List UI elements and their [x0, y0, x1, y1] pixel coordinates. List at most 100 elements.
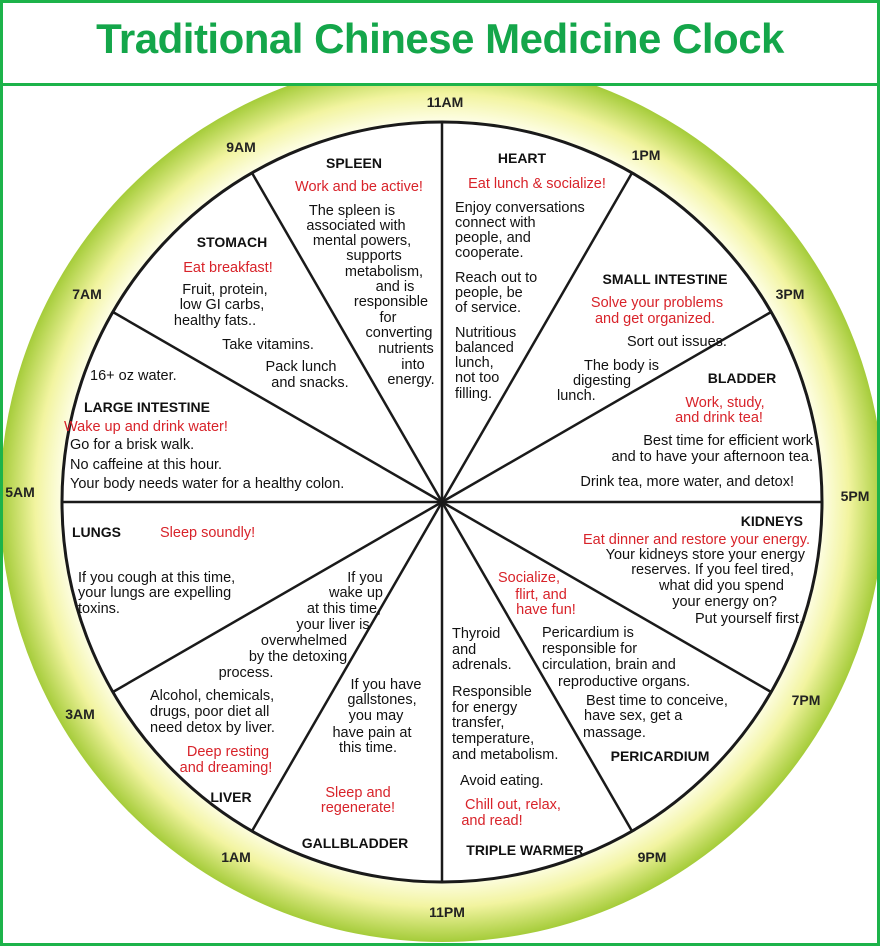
note-line: Enjoy conversations: [455, 200, 585, 216]
note-line: filling.: [455, 386, 492, 402]
note-line: people, and: [455, 230, 531, 246]
slogan-line: and dreaming!: [180, 760, 273, 776]
hour-label: 7PM: [792, 692, 821, 708]
note-line: lunch,: [455, 355, 494, 371]
slogan-line: regenerate!: [321, 800, 395, 816]
hour-label: 5AM: [5, 484, 35, 500]
organ-name: PERICARDIUM: [611, 748, 710, 764]
note-line: If you: [347, 570, 382, 586]
note-line: balanced: [455, 340, 514, 356]
note-line: of service.: [455, 300, 521, 316]
note-line: gallstones,: [347, 692, 416, 708]
note-line: and: [452, 642, 476, 658]
note-line: people, be: [455, 285, 523, 301]
note-line: No caffeine at this hour.: [70, 457, 222, 473]
segment-kidneys: KIDNEYS Eat dinner and restore your energ…: [583, 513, 810, 627]
note-line: toxins.: [78, 601, 120, 617]
note-line: wake up: [328, 585, 383, 601]
note-line: metabolism,: [345, 264, 423, 280]
note-line: Go for a brisk walk.: [70, 437, 194, 453]
hour-label: 1PM: [632, 147, 661, 163]
note-line: Your body needs water for a healthy colo…: [70, 476, 344, 492]
note-line: digesting: [573, 373, 631, 389]
page-title: Traditional Chinese Medicine Clock: [96, 15, 784, 62]
organ-name: KIDNEYS: [741, 513, 803, 529]
note-line: responsible: [354, 294, 428, 310]
segment-divider: [250, 172, 444, 503]
note-line: by the detoxing: [249, 649, 347, 665]
slogan-line: Solve your problems: [591, 295, 723, 311]
note-line: If you have: [351, 677, 422, 693]
organ-name: LIVER: [210, 789, 251, 805]
note-line: at this time,: [307, 601, 381, 617]
note-line: your energy on?: [672, 594, 777, 610]
segment-divider: [441, 500, 772, 694]
note-line: have sex, get a: [584, 708, 683, 724]
organ-name: LUNGS: [72, 524, 121, 540]
segment-divider: [250, 501, 444, 832]
segment-divider: [112, 310, 443, 504]
segment-divider: [441, 310, 772, 504]
organ-name: SPLEEN: [326, 155, 382, 171]
slogan-line: flirt, and: [515, 587, 567, 603]
note-line: Your kidneys store your energy: [606, 547, 806, 563]
note-line: low GI carbs,: [180, 297, 265, 313]
note-line: reproductive organs.: [558, 674, 690, 690]
note-line: your liver is: [296, 617, 369, 633]
note-line: lunch.: [557, 388, 596, 404]
hour-label: 7AM: [72, 286, 102, 302]
note-line: Put yourself first.: [695, 611, 803, 627]
note-line: and snacks.: [271, 375, 348, 391]
note-line: converting: [366, 325, 433, 341]
slogan-line: Sleep soundly!: [160, 525, 255, 541]
note-line: drugs, poor diet all: [150, 704, 269, 720]
note-line: for energy: [452, 700, 518, 716]
note-line: Responsible: [452, 684, 532, 700]
note-line: this time.: [339, 740, 397, 756]
segment-divider: [440, 501, 634, 832]
slogan-line: Sleep and: [325, 785, 390, 801]
segment-divider: [112, 500, 443, 694]
slogan-line: Chill out, relax,: [465, 797, 561, 813]
note-line: massage.: [583, 725, 646, 741]
note-line: what did you spend: [658, 578, 784, 594]
organ-name: BLADDER: [708, 370, 776, 386]
organ-name: STOMACH: [197, 234, 268, 250]
note-line: 16+ oz water.: [90, 368, 177, 384]
slogan-line: and drink tea!: [675, 410, 763, 426]
note-line: overwhelmed: [261, 633, 347, 649]
hour-label: 3PM: [776, 286, 805, 302]
note-line: The spleen is: [309, 203, 395, 219]
note-line: Avoid eating.: [460, 773, 544, 789]
slogan-line: Eat breakfast!: [183, 260, 272, 276]
note-line: Pack lunch: [266, 359, 337, 375]
note-line: energy.: [387, 372, 434, 388]
note-line: Take vitamins.: [222, 337, 314, 353]
note-line: Sort out issues.: [627, 334, 727, 350]
note-line: temperature,: [452, 731, 534, 747]
note-line: adrenals.: [452, 657, 512, 673]
slogan-line: Eat dinner and restore your energy.: [583, 532, 810, 548]
note-line: not too: [455, 370, 499, 386]
note-line: need detox by liver.: [150, 720, 275, 736]
note-line: Best time for efficient work: [643, 433, 814, 449]
hour-label: 1AM: [221, 849, 251, 865]
hour-label: 11AM: [427, 94, 464, 110]
segment-divider: [440, 172, 634, 503]
slogan-line: have fun!: [516, 602, 576, 618]
slogan-line: Socialize,: [498, 570, 560, 586]
note-line: you may: [349, 708, 405, 724]
note-line: cooperate.: [455, 245, 524, 261]
hour-label: 9AM: [226, 139, 256, 155]
